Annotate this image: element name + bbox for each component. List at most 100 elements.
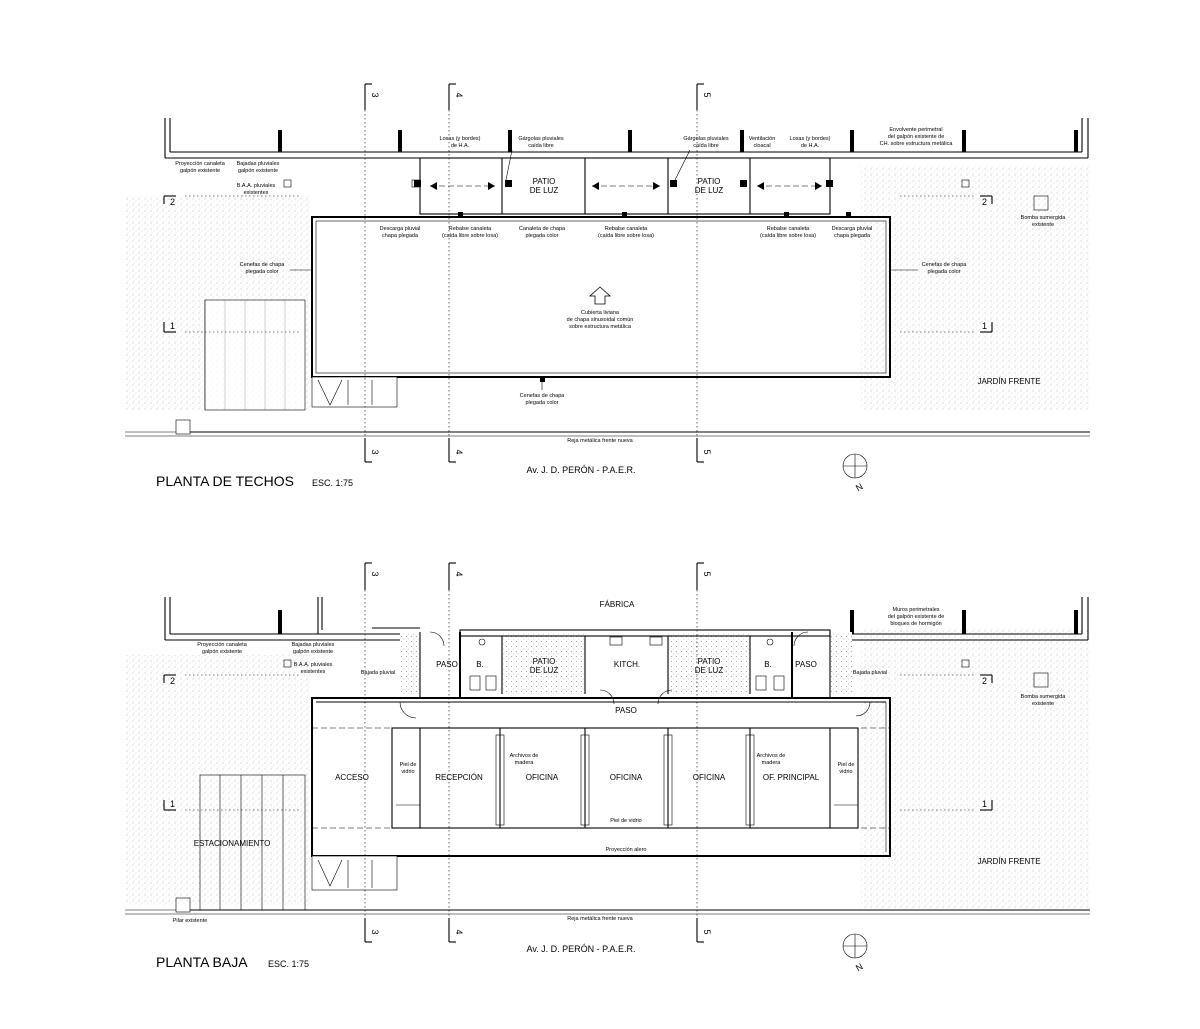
svg-text:4: 4 — [454, 449, 464, 454]
svg-text:Rebalse canaleta(caída libre s: Rebalse canaleta(caída libre sobre losa) — [598, 226, 654, 239]
roof-plan-title: PLANTA DE TECHOS — [156, 473, 294, 489]
ground-existing-building — [164, 597, 1089, 688]
roof-north-arrow-icon: N — [842, 453, 868, 493]
svg-text:4: 4 — [454, 92, 464, 97]
ground-entrance-ramp — [311, 855, 398, 891]
svg-text:2: 2 — [982, 197, 987, 207]
svg-text:1: 1 — [982, 799, 987, 809]
svg-text:PASO: PASO — [795, 660, 817, 669]
svg-text:Losas (y bordes)de H.A.: Losas (y bordes)de H.A. — [790, 136, 831, 149]
svg-text:4: 4 — [454, 571, 464, 576]
svg-text:Piel de vidrio: Piel de vidrio — [610, 818, 642, 824]
svg-text:B.: B. — [764, 660, 772, 669]
roof-street-label: Av. J. D. PERÓN - P.A.E.R. — [526, 465, 635, 475]
svg-text:PASO: PASO — [615, 706, 637, 715]
ground-plan-scale: ESC. 1:75 — [268, 959, 309, 969]
svg-text:Reja metálica frente nueva: Reja metálica frente nueva — [567, 916, 633, 922]
svg-text:1: 1 — [170, 321, 175, 331]
svg-text:JARDÍN FRENTE: JARDÍN FRENTE — [977, 857, 1040, 866]
svg-text:5: 5 — [702, 929, 712, 934]
svg-text:RECEPCIÓN: RECEPCIÓN — [435, 773, 483, 782]
svg-text:2: 2 — [982, 676, 987, 686]
roof-section-markers — [163, 83, 993, 463]
svg-text:1: 1 — [170, 799, 175, 809]
ground-ground-left — [125, 655, 310, 905]
svg-text:3: 3 — [370, 449, 380, 454]
ground-plan-title: PLANTA BAJA — [156, 954, 248, 970]
roof-entrance-canopy — [311, 376, 398, 408]
svg-text:OFICINA: OFICINA — [693, 773, 726, 782]
ground-parking-stripes — [219, 775, 284, 910]
ground-plan: 3 4 5 3 4 5 2 2 1 1 FÁBRICA PASO B. PATI… — [125, 562, 1090, 973]
svg-text:Proyección alero: Proyección alero — [606, 847, 647, 853]
svg-text:5: 5 — [702, 571, 712, 576]
roof-plan-scale: ESC. 1:75 — [312, 478, 353, 488]
svg-text:3: 3 — [370, 929, 380, 934]
svg-text:Bajada pluvial: Bajada pluvial — [853, 670, 887, 676]
roof-slope-arrow-icon — [588, 286, 612, 305]
svg-text:2: 2 — [170, 197, 175, 207]
svg-text:3: 3 — [370, 92, 380, 97]
ground-ground-right — [860, 628, 1090, 908]
ground-north-arrow-icon: N — [842, 933, 868, 973]
svg-text:5: 5 — [702, 449, 712, 454]
svg-text:ACCESO: ACCESO — [335, 773, 369, 782]
svg-text:Rebalse canaleta(caída libre s: Rebalse canaleta(caída libre sobre losa) — [760, 226, 816, 239]
svg-text:Pilar existente: Pilar existente — [173, 918, 208, 924]
roof-garden-label: JARDÍN FRENTE — [977, 377, 1040, 386]
svg-text:PASO: PASO — [436, 660, 458, 669]
svg-text:KITCH.: KITCH. — [614, 660, 640, 669]
ground-building-outline — [311, 697, 891, 857]
svg-text:5: 5 — [702, 92, 712, 97]
ground-street-label: Av. J. D. PERÓN - P.A.E.R. — [526, 944, 635, 954]
svg-text:Losas (y bordes)de H.A.: Losas (y bordes)de H.A. — [440, 136, 481, 149]
svg-text:3: 3 — [370, 571, 380, 576]
svg-text:N: N — [854, 961, 865, 973]
svg-text:OF. PRINCIPAL: OF. PRINCIPAL — [763, 773, 820, 782]
svg-text:N: N — [854, 481, 865, 493]
svg-text:OFICINA: OFICINA — [610, 773, 643, 782]
ground-section-markers — [163, 562, 993, 943]
svg-text:Reja metálica frente nueva: Reja metálica frente nueva — [567, 438, 633, 444]
roof-leader-lines — [290, 149, 918, 390]
ground-office-partitions — [391, 701, 887, 852]
ground-axis-labels: 3 4 5 3 4 5 2 2 1 1 — [170, 571, 987, 934]
svg-text:Rebalse canaleta(caída libre s: Rebalse canaleta(caída libre sobre losa) — [442, 226, 498, 239]
svg-text:1: 1 — [982, 321, 987, 331]
svg-text:Bajada pluvial: Bajada pluvial — [361, 670, 395, 676]
svg-text:B.: B. — [476, 660, 484, 669]
svg-text:4: 4 — [454, 929, 464, 934]
ground-service-band — [400, 629, 852, 705]
svg-text:ESTACIONAMIENTO: ESTACIONAMIENTO — [194, 839, 271, 848]
